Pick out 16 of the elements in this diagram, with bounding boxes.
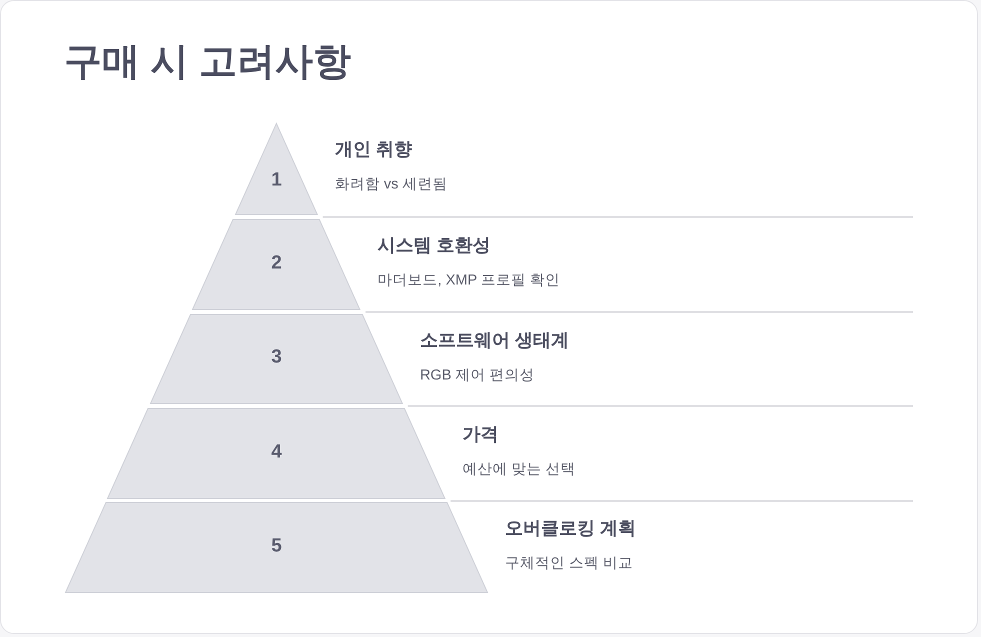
tier-heading: 소프트웨어 생태계 [420,330,569,352]
tier-heading: 시스템 호환성 [378,235,491,257]
tier-number: 2 [271,254,282,274]
tier-description: 구체적인 스펙 비교 [505,555,634,573]
tier-description: 예산에 맞는 선택 [462,461,576,479]
tier-description: 마더보드, XMP 프로필 확인 [378,272,560,290]
diagram-title: 구매 시 고려사항 [64,40,352,85]
tier-description: 화려함 vs 세련됨 [334,176,448,194]
tier-number: 1 [271,170,282,192]
tier-heading: 오버클로킹 계획 [505,518,636,540]
tier-number: 4 [271,442,282,464]
tier-number: 3 [271,348,282,368]
tier-description: RGB 제어 편의성 [420,367,534,385]
tier-number: 5 [271,536,282,558]
tier-heading: 가격 [462,424,499,446]
tier-heading: 개인 취향 [334,139,412,161]
